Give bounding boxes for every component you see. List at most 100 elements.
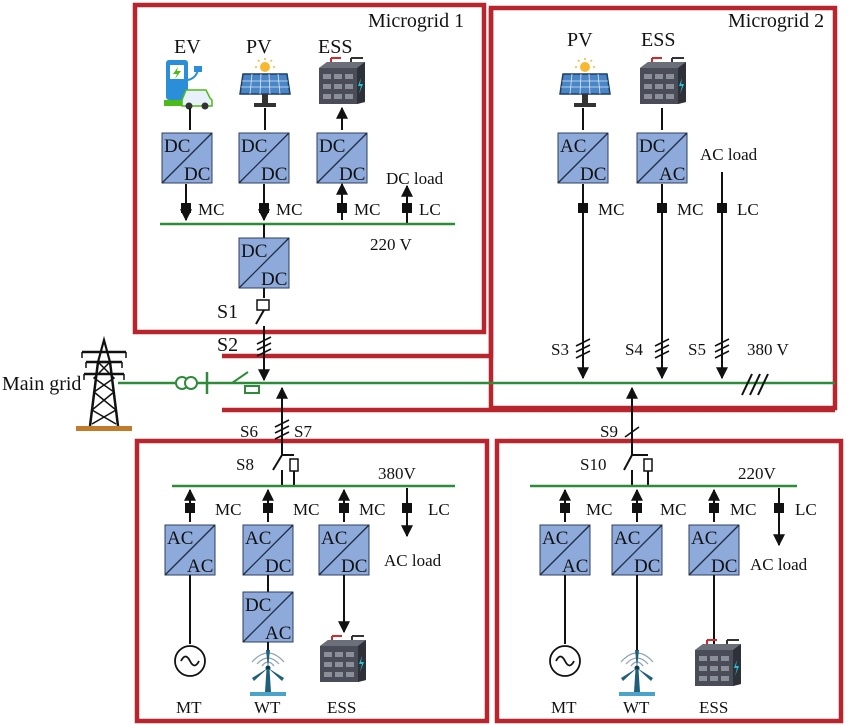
svg-text:DC: DC: [341, 556, 367, 577]
mg2-ess-converter: DC AC: [636, 132, 688, 185]
microgrid3-frame: [134, 438, 490, 724]
mg2-pv-converter: AC DC: [557, 132, 609, 185]
svg-text:DC: DC: [639, 136, 665, 157]
mg3-mc1-block: [185, 503, 195, 513]
svg-text:DC: DC: [711, 556, 737, 577]
svg-text:AC: AC: [167, 528, 193, 549]
solar-panel-icon-2: [559, 57, 611, 108]
s5-label: S5: [688, 340, 706, 359]
mg4-mc1-block: [560, 503, 570, 513]
mg1-ess-converter: DC DC: [316, 132, 368, 185]
s7-label: S7: [294, 422, 312, 441]
mg1-bus-voltage: 220 V: [370, 235, 412, 254]
mg3-mc2-block: [263, 503, 273, 513]
microgrid1-frame: [132, 2, 487, 335]
mg1-pv-converter: DC DC: [238, 132, 290, 185]
svg-text:DC: DC: [261, 269, 287, 290]
svg-text:AC: AC: [245, 528, 271, 549]
mg1-ev-converter: DC DC: [161, 132, 213, 185]
s8-label: S8: [236, 455, 254, 474]
mg3-mc3-label: MC: [359, 500, 385, 519]
s4-label: S4: [625, 340, 643, 359]
svg-text:AC: AC: [614, 528, 640, 549]
mg4-mc3-label: MC: [730, 500, 756, 519]
main-grid-label: Main grid: [2, 373, 81, 395]
s6-label: S6: [240, 422, 258, 441]
mg3-wt-dc-converter: DC AC: [242, 591, 294, 644]
mg3-bus-voltage: 380V: [378, 464, 417, 483]
microgrid4-frame: [494, 438, 844, 724]
mg4-mt-converter: AC AC: [539, 524, 591, 577]
three-phase-marker: [741, 373, 769, 396]
s9-tick: [624, 426, 640, 438]
microturbine-icon: [174, 645, 206, 677]
svg-text:DC: DC: [634, 556, 660, 577]
svg-text:AC: AC: [542, 528, 568, 549]
svg-text:AC: AC: [265, 623, 291, 644]
solar-panel-icon: [239, 57, 291, 108]
s10-switch: [623, 454, 653, 486]
transmission-tower-icon: [74, 338, 134, 433]
mg4-ac-load-label: AC load: [750, 555, 808, 574]
mg2-mc2-block: [657, 203, 667, 213]
s2-label: S2: [217, 334, 238, 356]
mg3-ess-converter: AC DC: [318, 524, 370, 577]
mg4-mc3-block: [709, 503, 719, 513]
svg-text:DC: DC: [580, 164, 606, 185]
mg2-ac-load-label: AC load: [700, 145, 758, 164]
svg-text:DC: DC: [245, 595, 271, 616]
s8-switch: [272, 454, 299, 486]
svg-text:AC: AC: [562, 556, 588, 577]
microturbine-icon-2: [549, 645, 581, 677]
mg4-wt-converter: AC DC: [611, 524, 663, 577]
mg1-lc-label: LC: [419, 200, 441, 219]
svg-text:DC: DC: [265, 556, 291, 577]
svg-text:DC: DC: [184, 164, 210, 185]
s2-ticks: [256, 336, 272, 357]
mg1-ess-label: ESS: [318, 36, 352, 58]
svg-text:DC: DC: [319, 136, 345, 157]
mg3-wt-label: WT: [254, 698, 281, 717]
s1-switch: [255, 299, 270, 382]
svg-text:AC: AC: [560, 136, 586, 157]
mg4-wt-label: WT: [623, 698, 650, 717]
mg1-mc2-block: [259, 203, 269, 213]
mg3-mc1-label: MC: [215, 500, 241, 519]
mg2-lc-block: [717, 203, 727, 213]
mg1-mc3-label: MC: [354, 200, 380, 219]
mg2-mc1-block: [578, 203, 588, 213]
mg1-tie-converter: DC DC: [238, 237, 290, 290]
ev-charger-icon: [163, 59, 213, 111]
battery-icon-4: [694, 639, 742, 687]
mg1-mc2-label: MC: [276, 200, 302, 219]
svg-text:DC: DC: [241, 136, 267, 157]
mg2-switch-ticks: [575, 338, 730, 359]
mg2-mc1-label: MC: [598, 200, 624, 219]
mg3-lc-label: LC: [428, 500, 450, 519]
mg3-ess-label: ESS: [327, 698, 356, 717]
battery-icon: [318, 57, 366, 105]
s6-s7-ticks: [274, 419, 290, 440]
mg3-mt-converter: AC AC: [164, 524, 216, 577]
mg1-lc-block: [402, 203, 412, 213]
transformer-icon: [175, 376, 198, 390]
s10-label: S10: [580, 455, 606, 474]
wind-turbine-icon-2: [618, 649, 656, 697]
microgrid1-title: Microgrid 1: [368, 10, 464, 32]
svg-text:AC: AC: [659, 164, 685, 185]
svg-text:AC: AC: [187, 556, 213, 577]
mg4-mc2-label: MC: [660, 500, 686, 519]
svg-text:AC: AC: [321, 528, 347, 549]
mg3-mt-label: MT: [176, 698, 202, 717]
svg-text:DC: DC: [339, 164, 365, 185]
mg3-lc-block: [402, 503, 412, 513]
mg3-mc2-label: MC: [293, 500, 319, 519]
mg1-ev-label: EV: [174, 36, 201, 58]
wind-turbine-icon: [249, 649, 287, 697]
mg4-mc1-label: MC: [586, 500, 612, 519]
mg1-mc1-label: MC: [198, 200, 224, 219]
svg-text:AC: AC: [691, 528, 717, 549]
battery-icon-3: [319, 635, 367, 683]
mg2-lc-label: LC: [737, 200, 759, 219]
